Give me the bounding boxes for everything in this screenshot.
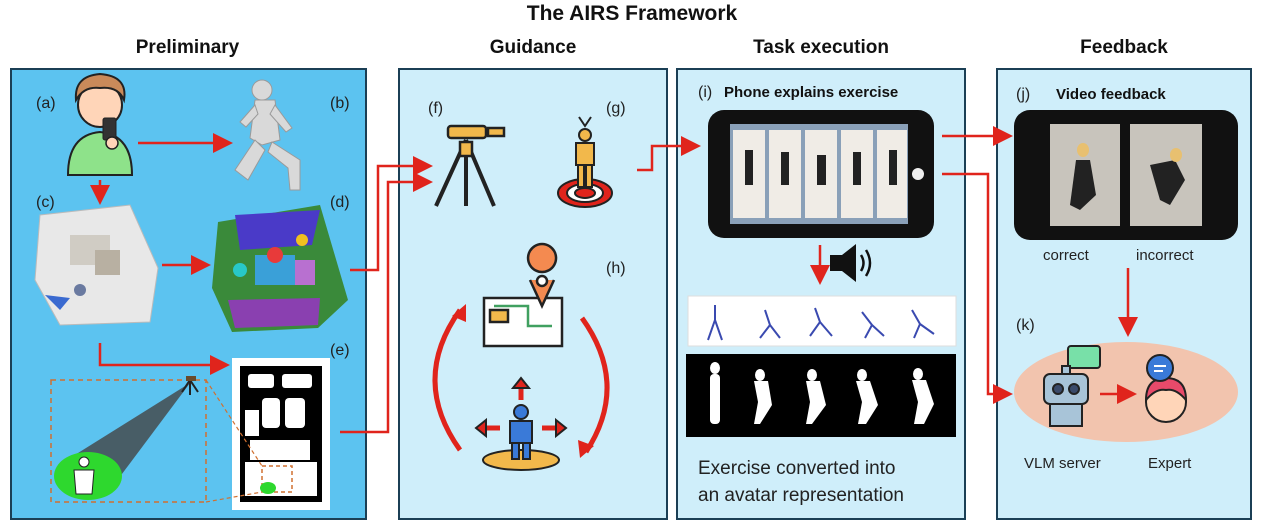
person-on-target-icon bbox=[557, 116, 613, 208]
person-with-phone-icon bbox=[66, 72, 134, 176]
robot-icon bbox=[1043, 345, 1101, 427]
room-scan-image bbox=[34, 204, 159, 326]
avatar-caption-line1: Exercise converted into bbox=[698, 458, 896, 479]
label-f: (f) bbox=[428, 100, 444, 117]
label-c: (c) bbox=[36, 194, 55, 211]
map-pin-icon bbox=[482, 242, 564, 348]
video-feedback-caption: Video feedback bbox=[1056, 86, 1166, 103]
skeleton-sequence bbox=[687, 295, 957, 347]
section-title-feedback: Feedback bbox=[1080, 37, 1168, 58]
panel-guidance bbox=[398, 68, 668, 520]
correct-label: correct bbox=[1043, 247, 1089, 264]
phone-explains-caption: Phone explains exercise bbox=[724, 84, 899, 101]
cycle-arrows bbox=[432, 308, 610, 454]
person-directions-icon bbox=[474, 376, 568, 471]
feedback-phone bbox=[1014, 110, 1238, 240]
camera-view-cone bbox=[50, 376, 207, 503]
section-title-task-execution: Task execution bbox=[753, 37, 889, 58]
expert-icon bbox=[1144, 354, 1188, 423]
preliminary-to-guidance-arrows bbox=[340, 156, 433, 434]
label-d: (d) bbox=[330, 194, 350, 211]
section-title-preliminary: Preliminary bbox=[135, 37, 240, 58]
task-to-feedback-arrows bbox=[942, 126, 1013, 404]
incorrect-label: incorrect bbox=[1136, 247, 1194, 264]
speaker-icon bbox=[830, 244, 872, 282]
guidance-to-task-arrow bbox=[637, 136, 701, 172]
label-g: (g) bbox=[606, 100, 626, 117]
cycle-arrowhead-right bbox=[578, 440, 594, 458]
section-title-guidance: Guidance bbox=[489, 37, 577, 58]
label-j: (j) bbox=[1016, 86, 1031, 103]
label-i: (i) bbox=[698, 84, 713, 101]
vlm-server-label: VLM server bbox=[1024, 455, 1101, 472]
label-k: (k) bbox=[1016, 317, 1035, 334]
label-b: (b) bbox=[330, 95, 350, 112]
floor-map-image bbox=[205, 358, 330, 510]
avatar-caption: Exercise converted into an avatar repres… bbox=[698, 455, 904, 509]
cycle-arrowhead-left bbox=[452, 304, 466, 322]
3d-body-model bbox=[234, 79, 301, 191]
preliminary-arrows bbox=[90, 133, 233, 375]
segmented-room-image bbox=[212, 205, 348, 332]
label-a: (a) bbox=[36, 95, 56, 112]
phone-with-video bbox=[708, 110, 934, 238]
tripod-icon bbox=[434, 124, 506, 207]
label-h: (h) bbox=[606, 260, 626, 277]
label-e: (e) bbox=[330, 342, 350, 359]
silhouette-sequence bbox=[686, 354, 956, 437]
expert-label: Expert bbox=[1148, 455, 1192, 472]
avatar-caption-line2: an avatar representation bbox=[698, 485, 904, 506]
diagram-title: The AIRS Framework bbox=[526, 2, 738, 25]
